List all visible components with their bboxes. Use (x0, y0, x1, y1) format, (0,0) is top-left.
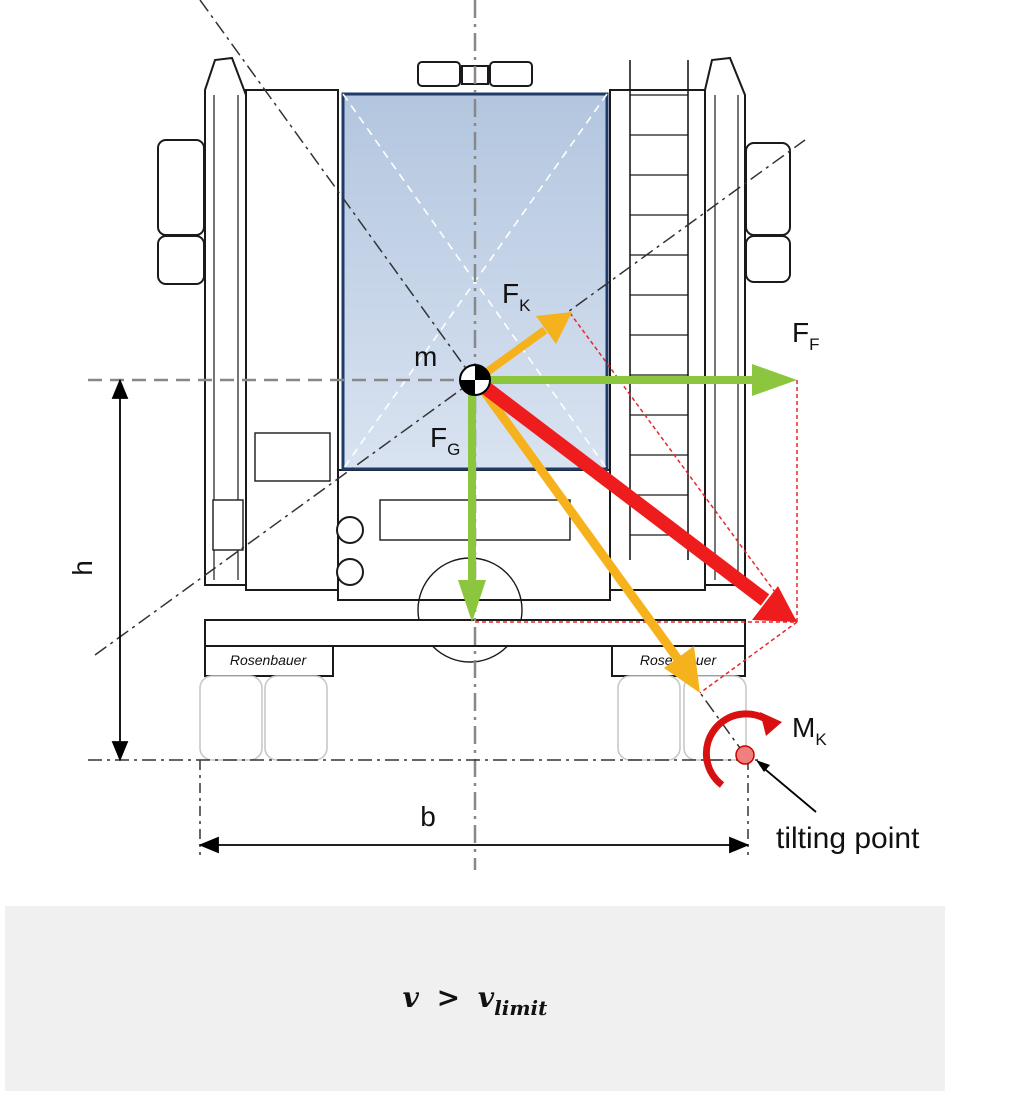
orange-arrowhead (664, 646, 700, 693)
fg-label: FG (430, 422, 460, 459)
mk-label: MK (792, 712, 827, 749)
mass-label: m (414, 341, 437, 372)
diagonal-line-perpendicular (94, 139, 806, 656)
ff-label: FF (792, 317, 820, 354)
formula-box: v > vlimit (5, 906, 945, 1091)
tilting-diagram: Rosenbauer Rosenbauer (67, 0, 920, 870)
fg-sub: G (447, 440, 460, 459)
width-label: b (420, 801, 436, 832)
force-arrows (458, 312, 797, 693)
moment-arc-icon (702, 710, 773, 788)
fk-sub: K (519, 296, 531, 315)
red-arrowhead (752, 586, 797, 622)
height-label: h (67, 560, 98, 576)
width-dimension (198, 836, 750, 854)
formula-operator: > (436, 981, 461, 1014)
force-construction-rectangles (475, 312, 798, 694)
tilting-point-marker (702, 710, 817, 813)
tilting-point-label: tilting point (776, 822, 920, 855)
ff-sub: F (809, 335, 819, 354)
center-of-mass-icon (459, 364, 491, 396)
formula-rhs-subscript: limit (494, 996, 548, 1020)
fk-label: FK (502, 278, 531, 315)
fg-main: F (430, 422, 447, 453)
brand-left: Rosenbauer (230, 652, 308, 668)
fire-truck-rear-view (157, 56, 791, 761)
fk-arrowhead (536, 312, 572, 344)
formula-rhs: v (477, 981, 495, 1014)
mk-sub: K (815, 730, 827, 749)
speed-condition-formula: v > vlimit (5, 981, 945, 1020)
ff-main: F (792, 317, 809, 348)
tilting-point-pointer (759, 764, 817, 813)
formula-lhs: v (402, 981, 419, 1014)
mk-main: M (792, 712, 815, 743)
fg-arrowhead (458, 580, 486, 622)
ff-arrowhead (752, 364, 797, 396)
height-dimension (111, 378, 129, 762)
fk-main: F (502, 278, 519, 309)
